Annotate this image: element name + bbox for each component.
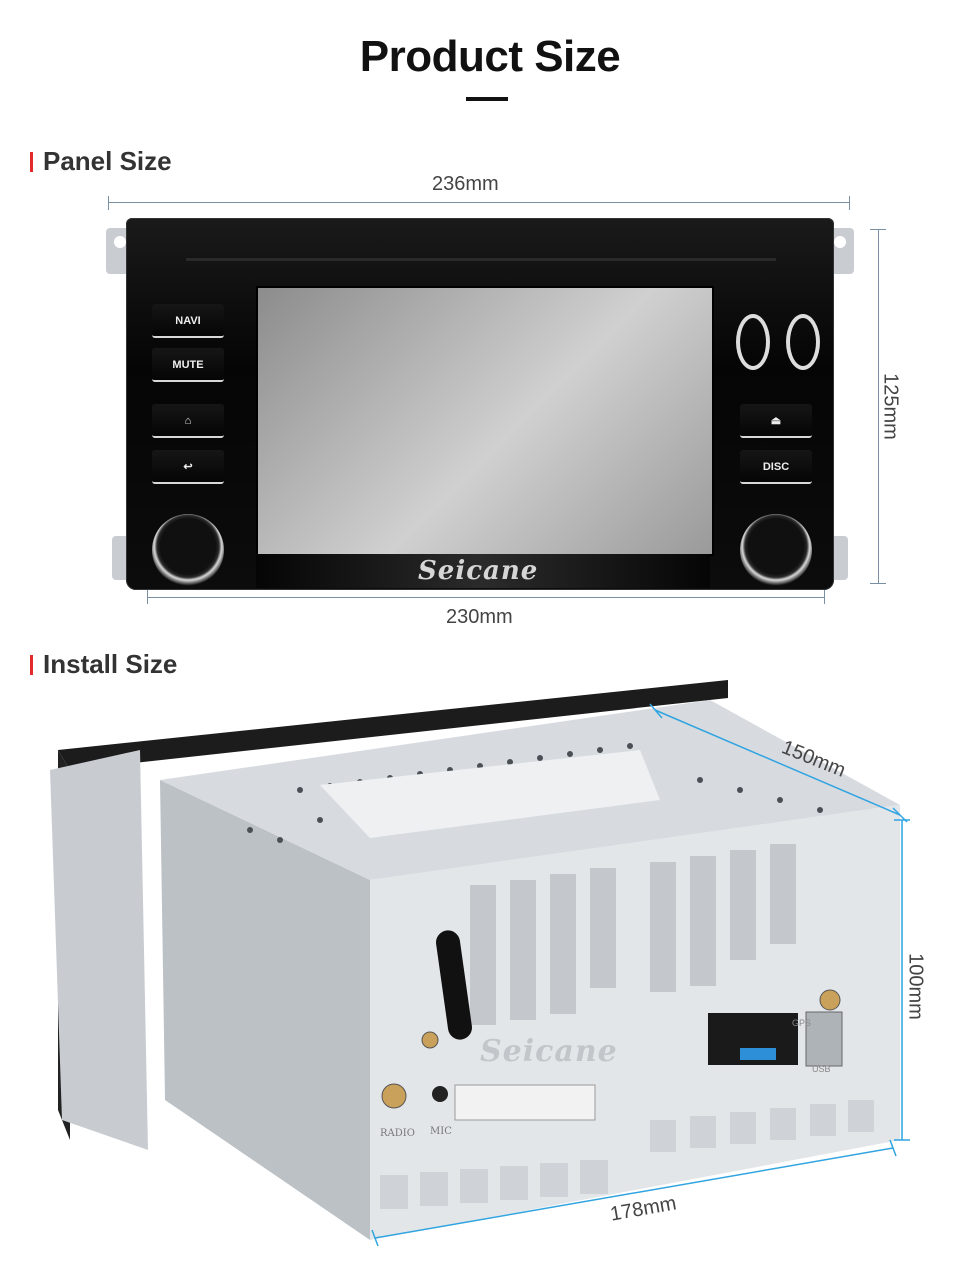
dim-tick xyxy=(108,196,109,210)
radio-port-label: RADIO xyxy=(380,1128,415,1139)
dim-line-top xyxy=(108,202,850,203)
title-underline xyxy=(466,97,508,101)
volume-knob[interactable] xyxy=(152,514,224,586)
panel-width-bottom: 230mm xyxy=(446,606,513,628)
mounting-ear xyxy=(834,236,846,248)
install-brand-logo: Seicane xyxy=(480,1034,618,1069)
dim-line-right xyxy=(878,229,879,583)
accent-bar xyxy=(30,152,33,172)
panel-height: 125mm xyxy=(879,373,902,440)
panel-size-heading: Panel Size xyxy=(30,146,172,177)
disc-slot xyxy=(186,258,776,261)
home-button[interactable]: ⌂ xyxy=(152,404,224,438)
home-icon: ⌂ xyxy=(184,415,192,427)
install-height: 100mm xyxy=(904,953,927,1020)
head-unit-panel: Seicane NAVI MUTE ⌂ ↩ ⏏ DISC xyxy=(106,218,854,590)
install-dimension-lines xyxy=(371,703,910,1247)
dim-tick xyxy=(147,590,148,604)
display-screen xyxy=(256,286,714,556)
install-size-label: Install Size xyxy=(43,649,178,679)
fold-slider[interactable] xyxy=(786,314,820,370)
dim-tick xyxy=(870,583,886,584)
panel-bottom-bezel xyxy=(256,554,710,588)
usb-port-label: USB xyxy=(812,1064,831,1074)
accent-bar xyxy=(30,655,33,675)
dim-tick xyxy=(849,196,850,210)
install-unit-illustration xyxy=(50,680,900,1240)
navi-button[interactable]: NAVI xyxy=(152,304,224,338)
dim-tick xyxy=(824,590,825,604)
panel-size-label: Panel Size xyxy=(43,146,172,176)
brand-logo: Seicane xyxy=(418,556,539,586)
tune-knob[interactable] xyxy=(740,514,812,586)
install-size-heading: Install Size xyxy=(30,649,177,680)
dim-tick xyxy=(870,229,886,230)
page-title: Product Size xyxy=(359,32,621,81)
eject-button[interactable]: ⏏ xyxy=(740,404,812,438)
mute-button[interactable]: MUTE xyxy=(152,348,224,382)
gps-port-label: GPS xyxy=(792,1018,812,1028)
back-icon: ↩ xyxy=(183,461,193,473)
panel-width-top: 236mm xyxy=(432,173,499,195)
eject-icon: ⏏ xyxy=(770,415,782,427)
mounting-ear xyxy=(114,236,126,248)
back-button[interactable]: ↩ xyxy=(152,450,224,484)
fold-slider[interactable] xyxy=(736,314,770,370)
dim-line-bottom xyxy=(147,597,824,598)
mic-port-label: MIC xyxy=(430,1126,452,1137)
disc-button[interactable]: DISC xyxy=(740,450,812,484)
